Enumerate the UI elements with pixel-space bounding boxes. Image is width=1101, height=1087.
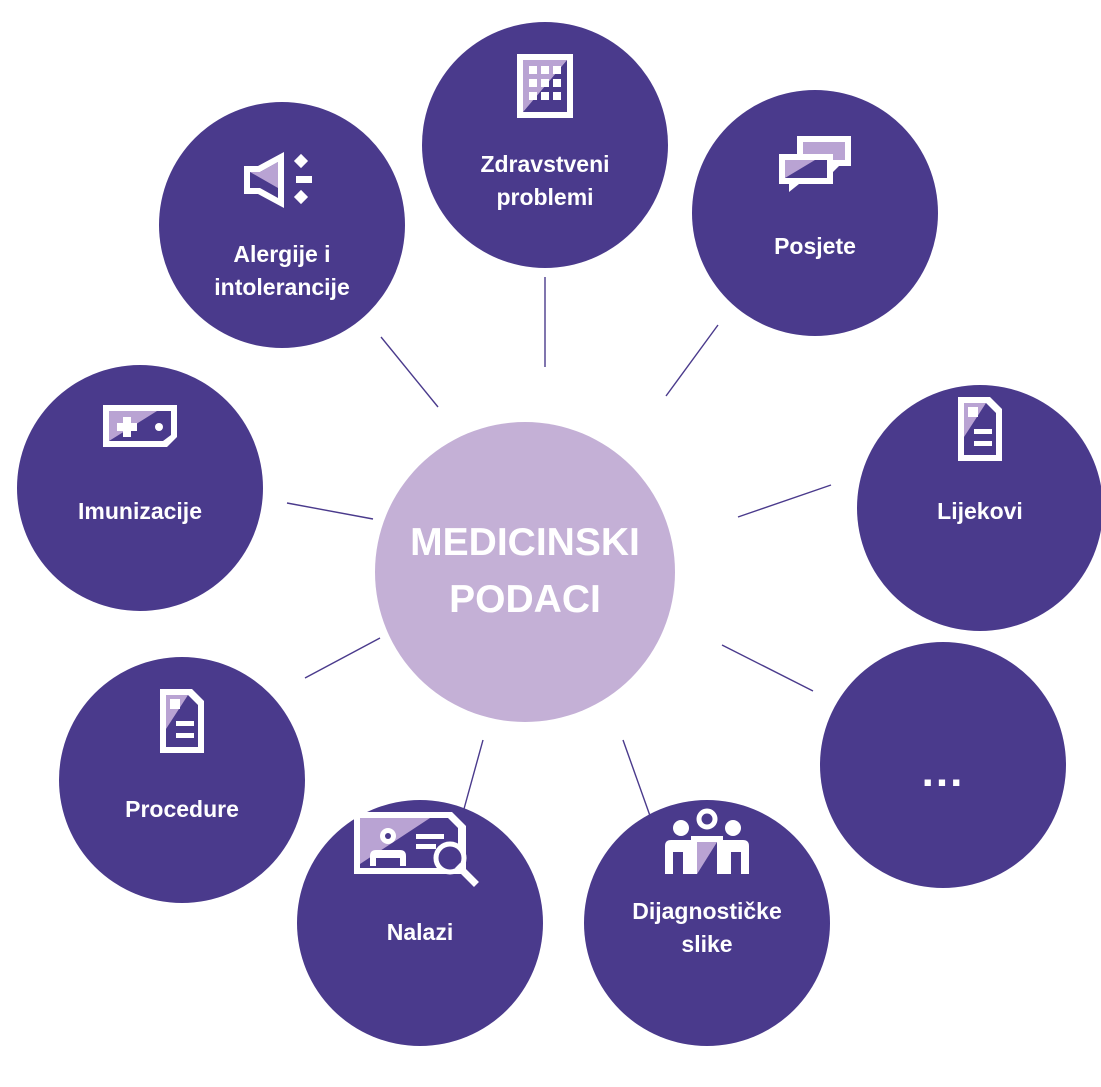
- report-search-icon: [354, 812, 479, 887]
- connector-medications: [737, 484, 832, 518]
- node-allergies[interactable]: Alergije i intolerancije: [159, 102, 405, 348]
- grid-icon: [517, 54, 573, 118]
- center-title-line1: MEDICINSKI: [410, 521, 640, 565]
- connector-immunizations: [286, 502, 374, 520]
- node-diagnostic-imaging[interactable]: Dijagnostičke slike: [584, 800, 830, 1046]
- node-allergies-line1: Alergije i: [233, 241, 331, 267]
- node-more[interactable]: ...: [820, 642, 1066, 888]
- node-diagnostic-imaging-line2: slike: [681, 931, 733, 958]
- document-icon: [160, 689, 204, 753]
- document-icon: [958, 397, 1002, 461]
- connector-visits: [665, 324, 719, 397]
- node-medications[interactable]: Lijekovi: [857, 385, 1101, 631]
- node-immunizations-label: Imunizacije: [78, 498, 202, 524]
- node-more-label: ...: [921, 747, 965, 796]
- node-allergies-line2: intolerancije: [214, 274, 350, 301]
- medical-card-icon: [103, 405, 177, 447]
- node-immunizations[interactable]: Imunizacije: [17, 365, 263, 611]
- connector-procedures: [304, 637, 381, 679]
- node-visits[interactable]: Posjete: [692, 90, 938, 336]
- node-health-problems-line2: problemi: [496, 184, 594, 211]
- connector-more: [721, 644, 814, 692]
- center-node: MEDICINSKI PODACI: [375, 422, 675, 722]
- connector-allergies: [380, 336, 439, 408]
- people-icon: [665, 808, 749, 874]
- node-visits-label: Posjete: [774, 233, 856, 259]
- node-health-problems[interactable]: Zdravstveni problemi: [422, 22, 668, 268]
- chat-bubbles-icon: [779, 136, 851, 192]
- megaphone-icon: [244, 152, 312, 208]
- node-procedures[interactable]: Procedure: [59, 657, 305, 903]
- node-procedures-label: Procedure: [125, 796, 239, 822]
- node-medications-label: Lijekovi: [937, 498, 1023, 524]
- node-findings[interactable]: Nalazi: [297, 800, 543, 1046]
- node-diagnostic-imaging-line1: Dijagnostičke: [632, 898, 782, 924]
- connector-imaging: [622, 739, 655, 828]
- node-health-problems-line1: Zdravstveni: [480, 151, 610, 177]
- center-title-line2: PODACI: [449, 578, 601, 621]
- node-findings-label: Nalazi: [386, 919, 454, 945]
